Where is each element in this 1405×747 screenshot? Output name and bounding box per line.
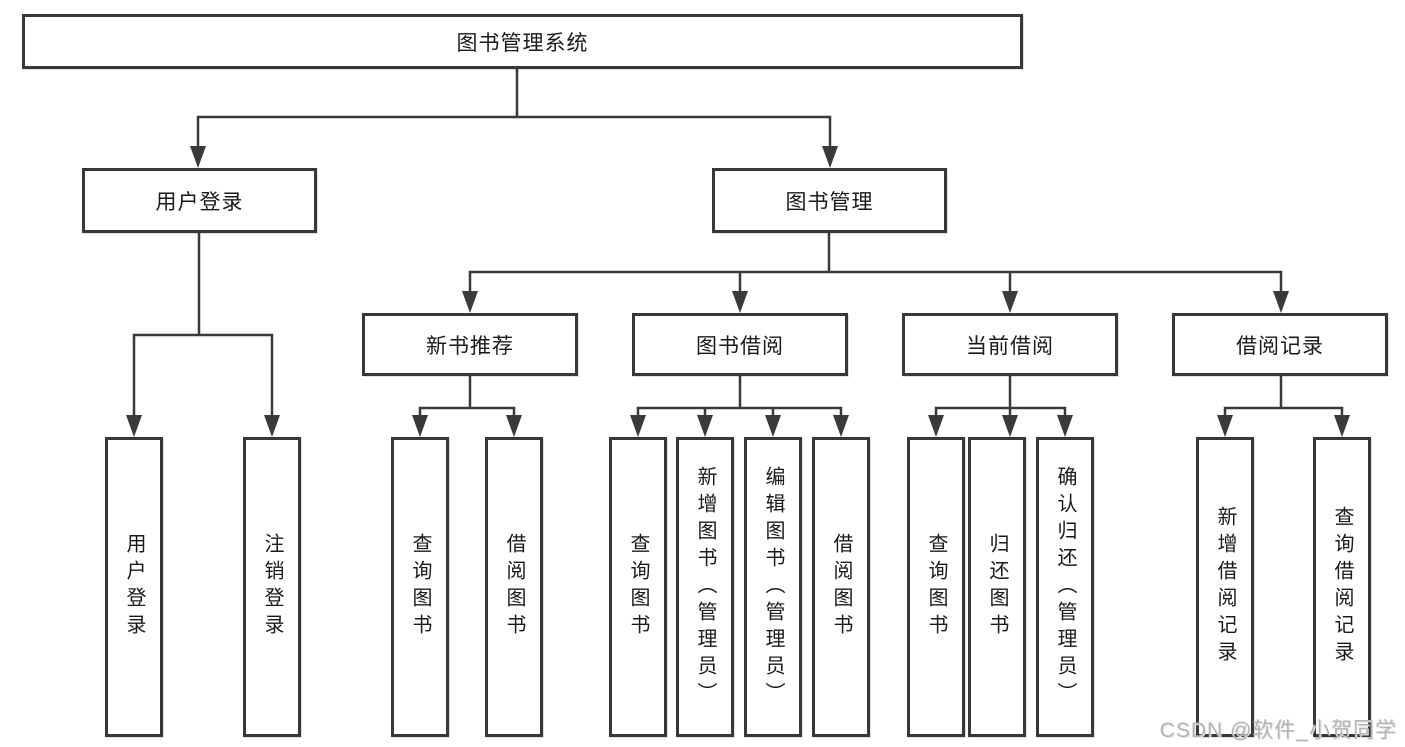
leaf-query-books-borrow: 查询图书: [609, 437, 667, 737]
node-label: 图书借阅: [696, 334, 784, 358]
leaf-label: 注销登录: [261, 533, 283, 641]
connector-line: [132, 69, 1344, 418]
leaf-label: 用户登录: [123, 533, 145, 641]
leaf-borrow-books: 借阅图书: [812, 437, 870, 737]
node-user-login: 用户登录: [82, 168, 317, 233]
arrowhead-icon: [126, 146, 1350, 437]
leaf-query-borrow-record: 查询借阅记录: [1313, 437, 1371, 737]
node-label: 借阅记录: [1236, 334, 1324, 358]
leaf-label: 查询图书: [627, 533, 649, 641]
node-book-borrow: 图书借阅: [632, 313, 848, 376]
leaf-borrow-books-recommend: 借阅图书: [485, 437, 543, 737]
leaf-add-borrow-record: 新增借阅记录: [1196, 437, 1254, 737]
leaf-edit-books-admin: 编辑图书（管理员）: [744, 437, 802, 737]
leaf-label: 查询图书: [409, 533, 431, 641]
leaf-label: 新增借阅记录: [1214, 506, 1236, 668]
node-library-management-system: 图书管理系统: [22, 14, 1023, 69]
node-label: 当前借阅: [966, 334, 1054, 358]
csdn-watermark: CSDN @软件_小贺同学: [1159, 719, 1397, 742]
leaf-label: 查询借阅记录: [1331, 506, 1353, 668]
node-borrow-records: 借阅记录: [1172, 313, 1388, 376]
leaf-query-books-current: 查询图书: [907, 437, 965, 737]
leaf-label: 借阅图书: [830, 533, 852, 641]
node-label: 用户登录: [155, 190, 244, 214]
leaf-query-books-recommend: 查询图书: [391, 437, 449, 737]
node-label: 图书管理系统: [456, 31, 589, 55]
leaf-label: 归还图书: [986, 533, 1008, 641]
leaf-add-books-admin: 新增图书（管理员）: [676, 437, 734, 737]
node-label: 图书管理: [785, 190, 874, 214]
leaf-return-books: 归还图书: [968, 437, 1026, 737]
node-current-borrow: 当前借阅: [902, 313, 1118, 376]
leaf-logout: 注销登录: [243, 437, 301, 737]
leaf-user-login: 用户登录: [105, 437, 163, 737]
leaf-confirm-return-admin: 确认归还（管理员）: [1036, 437, 1094, 737]
node-new-book-recommend: 新书推荐: [362, 313, 578, 376]
leaf-label: 编辑图书（管理员）: [762, 465, 784, 709]
leaf-label: 确认归还（管理员）: [1054, 465, 1076, 709]
leaf-label: 借阅图书: [503, 533, 525, 641]
node-label: 新书推荐: [426, 334, 514, 358]
leaf-label: 新增图书（管理员）: [694, 465, 716, 709]
leaf-label: 查询图书: [925, 533, 947, 641]
node-book-management: 图书管理: [712, 168, 947, 233]
